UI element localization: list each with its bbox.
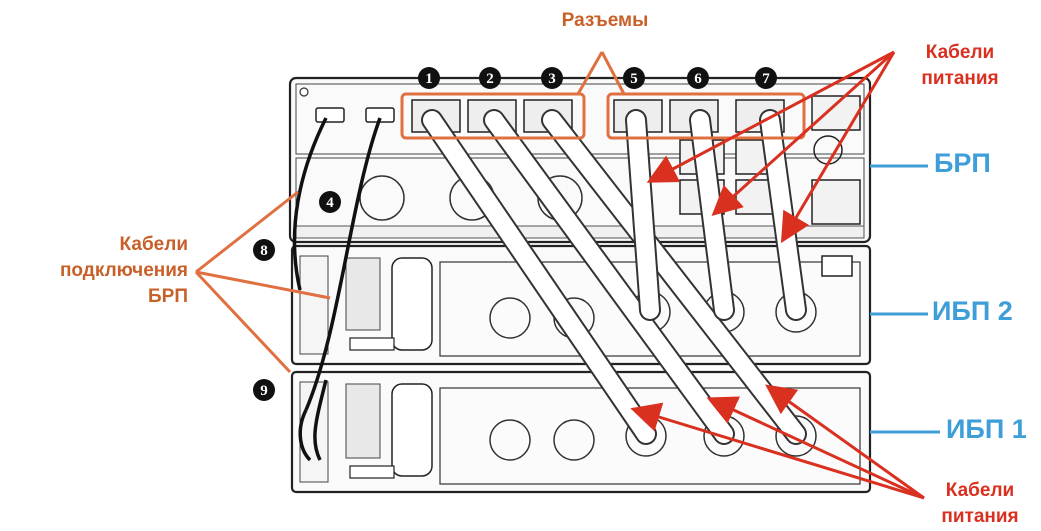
power-cables-bottom-line1: Кабели	[920, 478, 1040, 504]
marker-1-text: 1	[425, 71, 433, 87]
marker-7-text: 7	[762, 71, 770, 87]
power-cables-top-label: Кабели питания	[900, 40, 1020, 92]
ups1-label: ИБП 1	[946, 414, 1027, 445]
connectors-label: Разъемы	[540, 10, 670, 32]
ups2-label: ИБП 2	[932, 296, 1013, 327]
blue-leaders	[870, 166, 940, 432]
power-cables-bottom-label: Кабели питания	[920, 478, 1040, 530]
pdu-connection-cables-label: Кабели подключения БРП	[40, 232, 188, 310]
marker-9-text: 9	[260, 383, 268, 399]
pdu-cables-line3: БРП	[40, 284, 188, 310]
marker-6-text: 6	[694, 71, 702, 87]
power-cables-top-line1: Кабели	[900, 40, 1020, 66]
marker-3-text: 3	[548, 71, 556, 87]
marker-2-text: 2	[486, 71, 494, 87]
pdu-cables-line1: Кабели	[40, 232, 188, 258]
power-cables-top-line2: питания	[900, 66, 1020, 92]
power-cables-bottom-line2: питания	[920, 504, 1040, 530]
marker-4-text: 4	[326, 195, 334, 211]
pdu-label: БРП	[934, 148, 991, 179]
marker-8-text: 8	[260, 243, 268, 259]
pdu-cables-line2: подключения	[40, 258, 188, 284]
marker-5-text: 5	[630, 71, 638, 87]
